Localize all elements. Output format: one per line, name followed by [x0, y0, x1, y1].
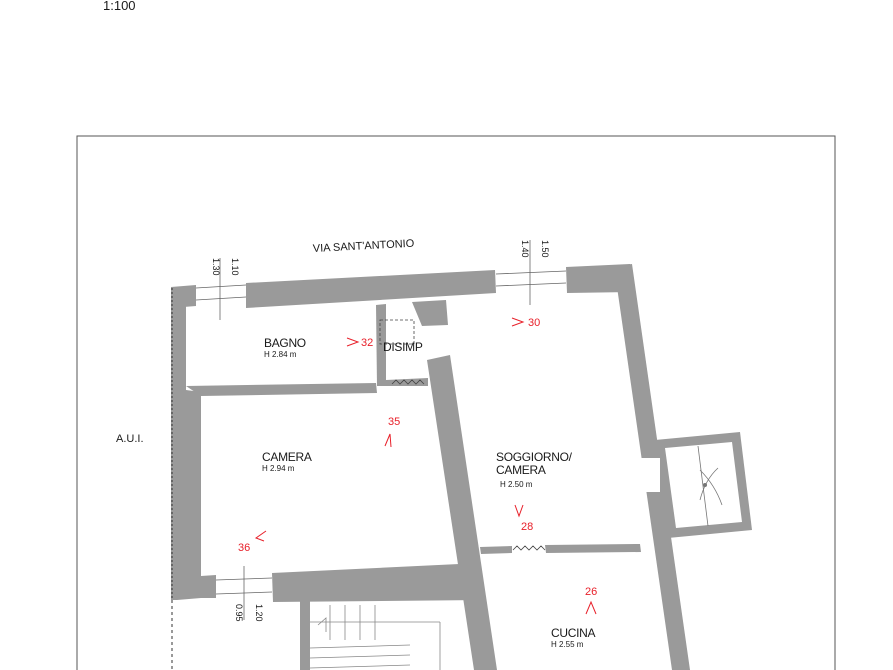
room-camera-name: CAMERA	[262, 450, 312, 464]
dim-window-3-height: 0.95	[234, 604, 244, 622]
disimp-door	[379, 319, 415, 345]
window-3	[215, 566, 273, 620]
dim-window-2-width: 1.50	[540, 240, 550, 258]
view-marker-32: 32	[346, 337, 373, 349]
aui-label: A.U.I.	[116, 433, 144, 445]
window-1	[195, 258, 247, 320]
view-marker-26: 26	[585, 586, 597, 615]
view-marker-30: 30	[511, 317, 540, 329]
view-marker-28: 28	[514, 504, 533, 533]
room-bagno-height: H 2.84 m	[264, 350, 297, 359]
walls	[171, 264, 690, 670]
svg-text:36: 36	[238, 542, 250, 554]
sheet-frame	[76, 135, 836, 670]
dim-window-2-height: 1.40	[520, 240, 530, 258]
room-soggiorno-name-2: CAMERA	[496, 463, 546, 477]
scale-label: 1:100	[103, 0, 136, 13]
street-label: VIA SANT'ANTONIO	[313, 238, 415, 255]
view-marker-36: 36	[238, 530, 267, 554]
room-cucina-name: CUCINA	[551, 626, 595, 640]
svg-text:30: 30	[528, 317, 540, 329]
dim-window-1-height: 1.30	[211, 258, 221, 276]
dim-window-3-width: 1.20	[254, 604, 264, 622]
room-soggiorno-height: H 2.50 m	[500, 480, 533, 489]
room-disimp-name: DISIMP	[383, 340, 423, 354]
svg-text:26: 26	[585, 586, 597, 598]
room-camera-height: H 2.94 m	[262, 464, 295, 473]
room-bagno-name: BAGNO	[264, 336, 306, 350]
window-2	[495, 240, 567, 305]
balcony	[655, 432, 752, 538]
view-marker-35: 35	[384, 416, 400, 448]
balcony-door	[640, 458, 660, 492]
svg-text:28: 28	[521, 521, 533, 533]
svg-text:35: 35	[388, 416, 400, 428]
room-cucina-height: H 2.55 m	[551, 640, 584, 649]
staircase	[309, 605, 441, 670]
svg-text:32: 32	[361, 337, 373, 349]
room-soggiorno-name: SOGGIORNO/	[496, 450, 573, 464]
door-zigzag	[391, 379, 546, 551]
dim-window-1-width: 1.10	[230, 258, 240, 276]
